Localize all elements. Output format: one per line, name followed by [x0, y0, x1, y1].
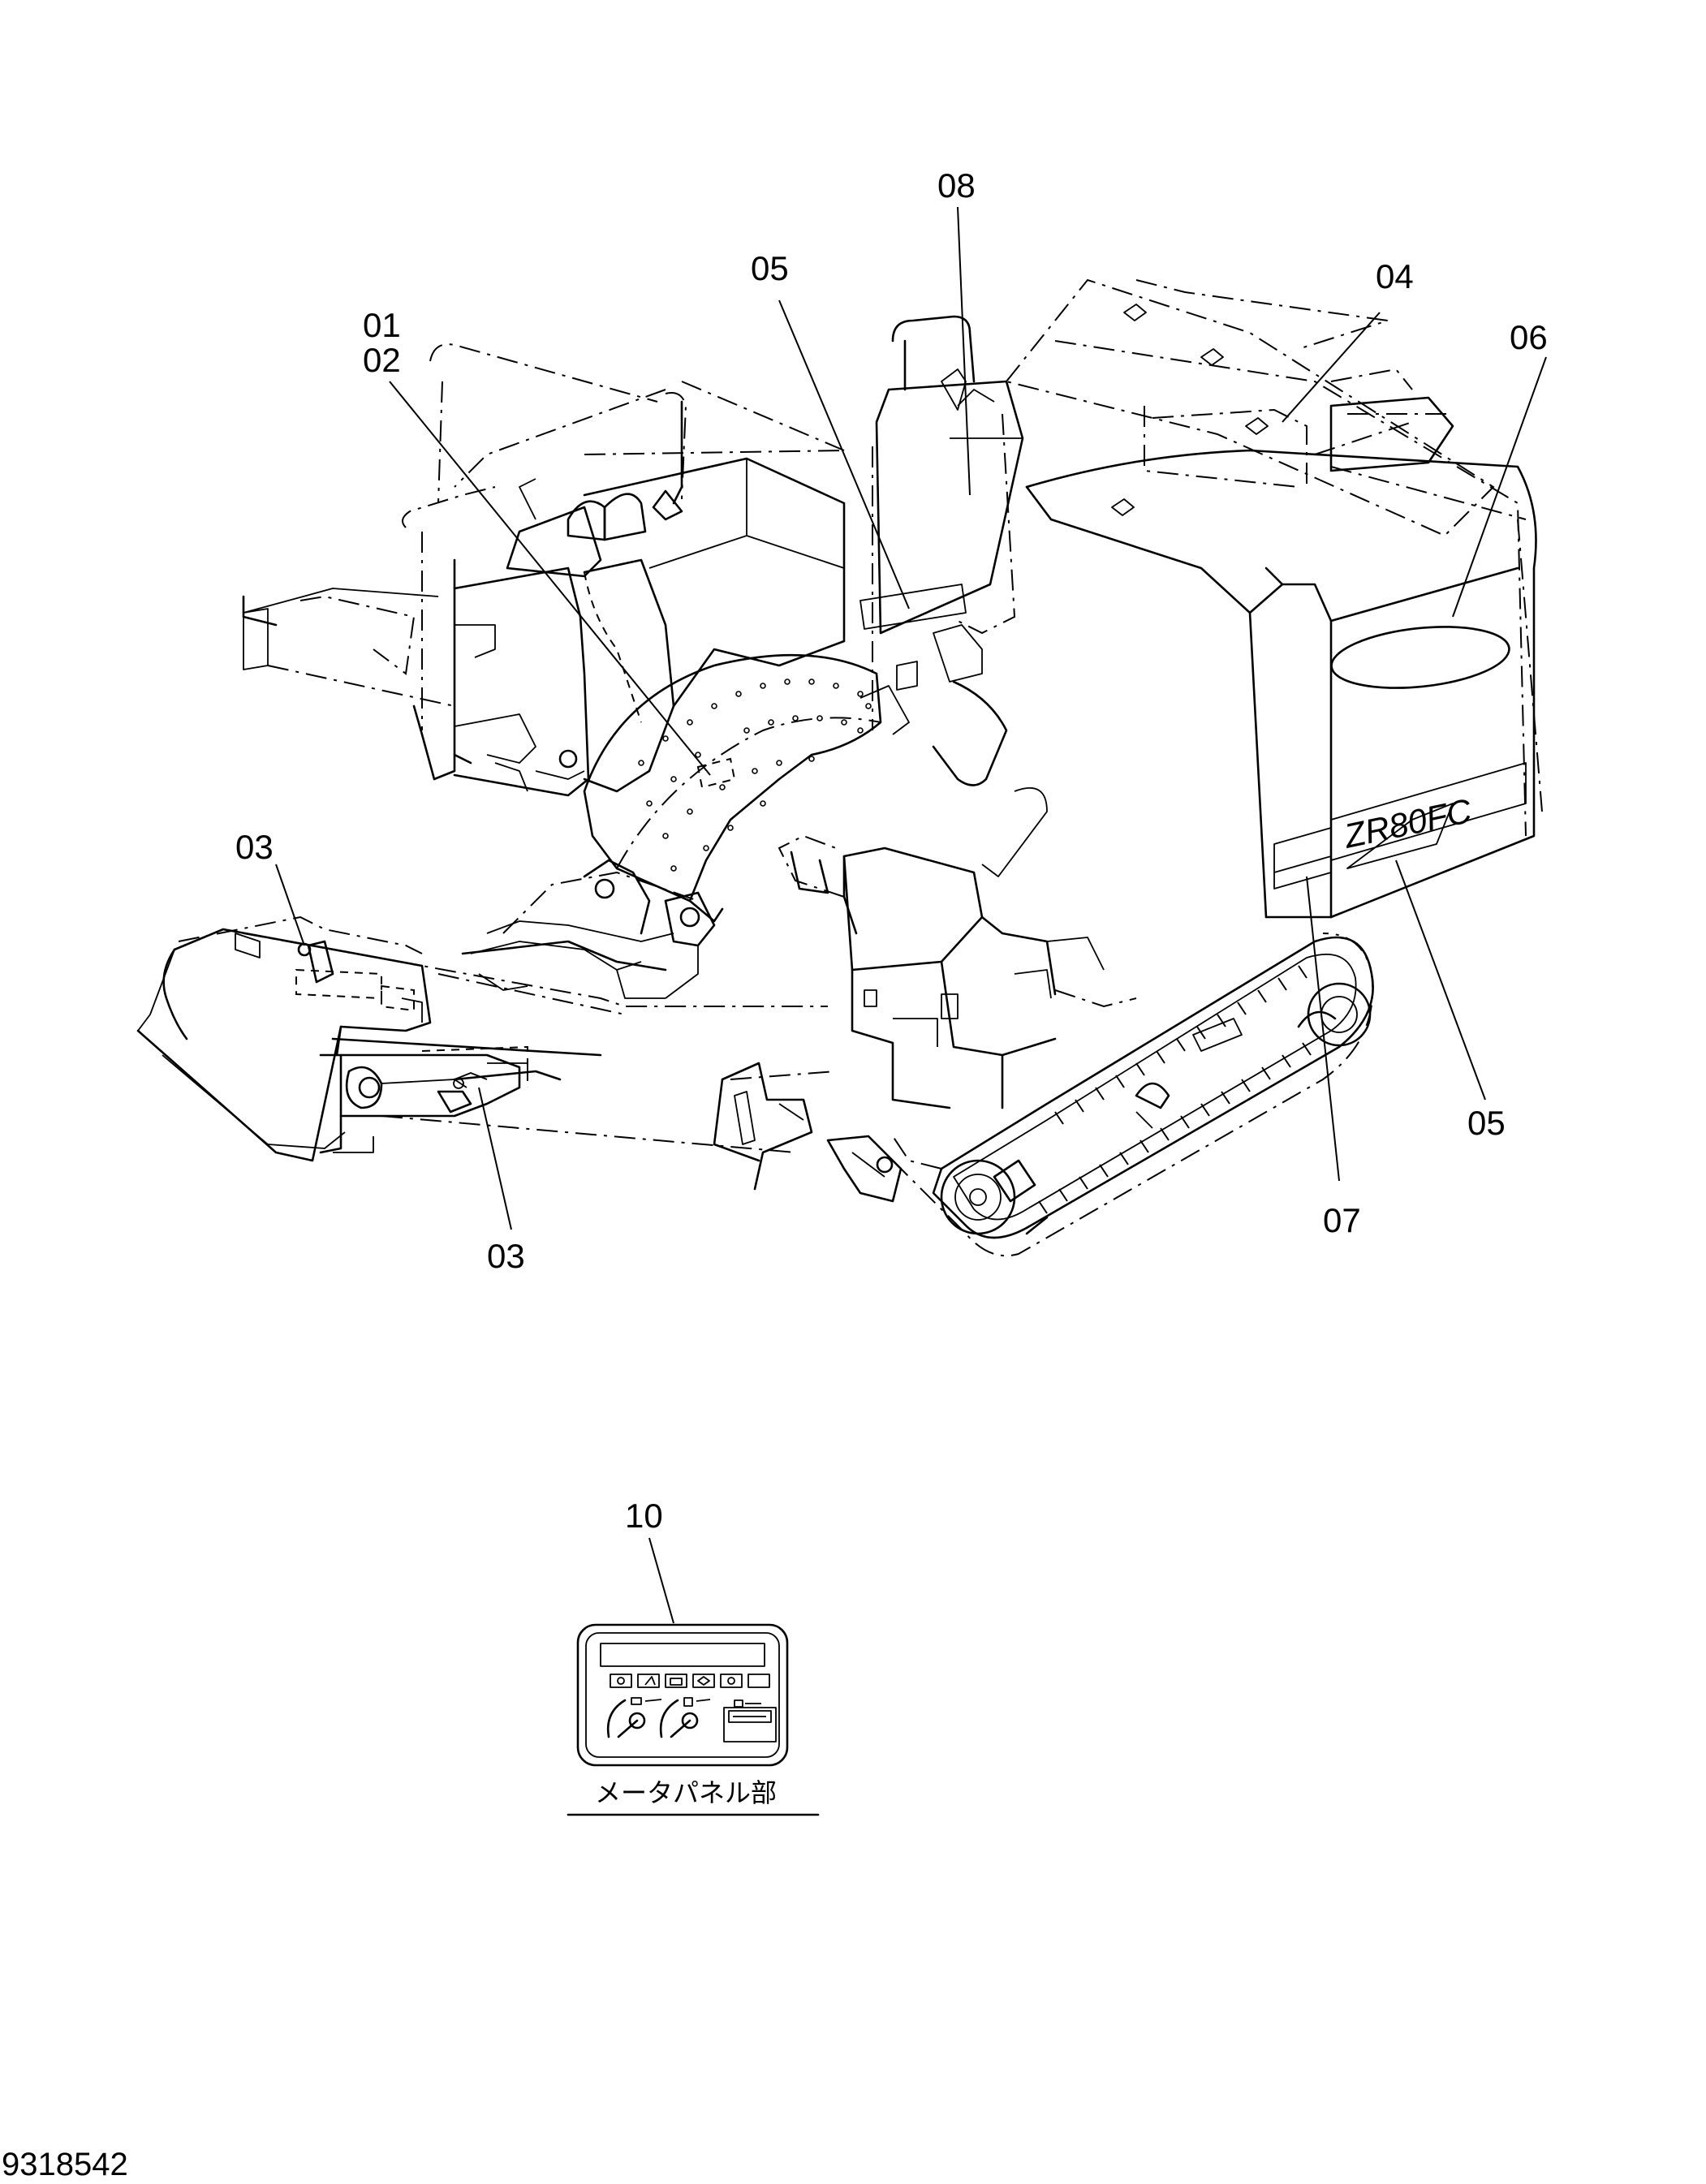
engine-hood: ZR80FC [1005, 278, 1543, 919]
callout-03-bottom: 03 [487, 1237, 525, 1275]
callout-07: 07 [1323, 1201, 1361, 1239]
grab-rail-left [242, 381, 845, 627]
track-shoes [1038, 965, 1312, 1214]
callout-05-top: 05 [751, 249, 789, 287]
floor-plate [243, 859, 828, 1015]
leader-lines [275, 206, 1547, 1624]
meter-panel-caption: メータパネル部 [595, 1777, 777, 1808]
document-number: 9318542 [2, 2147, 128, 2182]
indicator-lamps [610, 1674, 770, 1688]
callout-06: 06 [1510, 318, 1548, 356]
front-left-box [136, 915, 796, 1162]
center-fender [583, 653, 882, 923]
operator-station [859, 315, 1048, 877]
callout-08: 08 [937, 166, 976, 205]
front-frame-bracket [713, 1062, 903, 1203]
engine-block [778, 834, 1137, 1109]
temperature-gauge [606, 1697, 662, 1738]
crawler-track [892, 933, 1374, 1257]
left-cab-section [243, 343, 846, 797]
callout-03-left: 03 [235, 828, 274, 866]
callout-01: 01 [363, 306, 401, 344]
hour-meter [723, 1699, 777, 1742]
callout-10: 10 [625, 1497, 663, 1535]
callout-02: 02 [363, 341, 401, 379]
callout-05-right: 05 [1467, 1104, 1506, 1142]
callout-labels: 08 05 04 06 01 02 03 05 07 03 10 [235, 166, 1548, 1535]
meter-panel-inset: メータパネル部 [567, 1623, 820, 1816]
side-logo-decal: ZR80FC [1340, 791, 1476, 855]
fuel-gauge [659, 1697, 711, 1738]
callout-04: 04 [1376, 257, 1414, 295]
